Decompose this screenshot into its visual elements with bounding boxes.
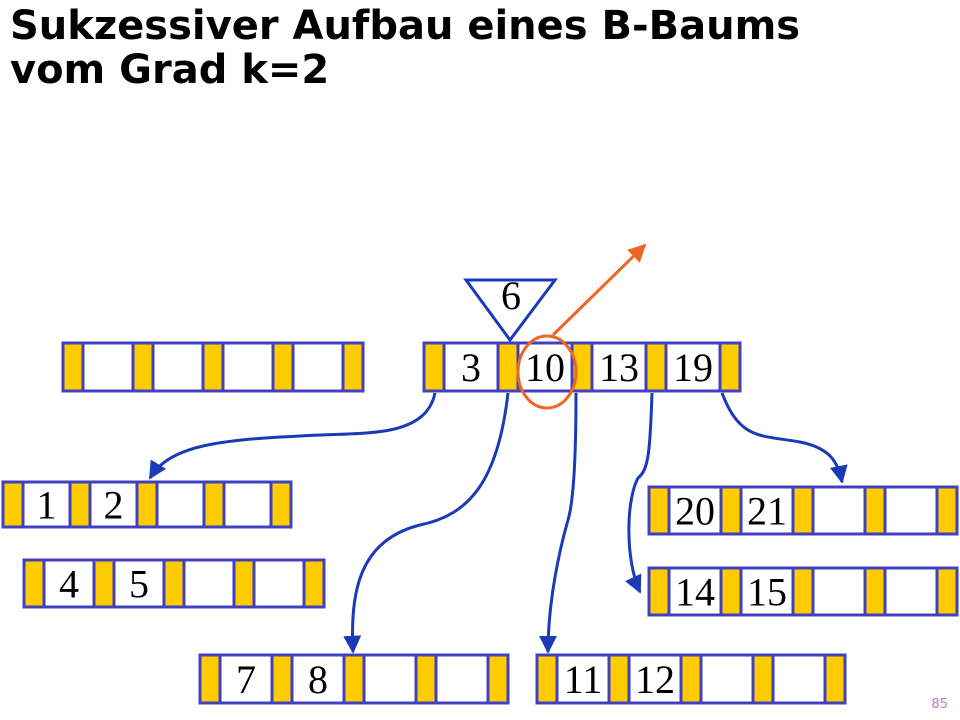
pointer-slot (61, 341, 85, 393)
pointer-slot (92, 558, 116, 609)
pointer-slot (863, 485, 887, 536)
node-key: 8 (308, 657, 328, 702)
pointer-slot (342, 653, 366, 705)
pointer-slot (302, 558, 326, 609)
child-links (148, 392, 848, 654)
pointer-slot (131, 341, 155, 393)
pointer-slot (935, 485, 959, 536)
split-arrow (551, 243, 647, 337)
node-key: 5 (129, 562, 149, 607)
pointer-slot (414, 653, 438, 705)
pointer-slot (341, 341, 365, 393)
pointer-slot (679, 653, 703, 705)
node-key: 2 (104, 483, 124, 528)
pointer-slot (270, 653, 294, 705)
pointer-slot (863, 566, 887, 617)
slide-title: Sukzessiver Aufbau eines B-Baums vom Gra… (10, 4, 800, 92)
node-root: 3 10 13 19 (422, 341, 742, 393)
inserted-key: 6 (501, 273, 521, 318)
page-number: 85 (931, 697, 948, 712)
insert-triangle (463, 278, 558, 343)
pointer-slot (486, 653, 510, 705)
overflow-highlight-circle (516, 334, 578, 410)
pointer-slot (647, 485, 671, 536)
pointer-slot (791, 485, 815, 536)
insertion-marker: 6 (463, 273, 558, 343)
node-key: 13 (599, 345, 639, 390)
node-key: 10 (525, 345, 565, 390)
node-key: 20 (675, 489, 715, 534)
node-key: 12 (635, 657, 675, 702)
node-key: 21 (747, 489, 787, 534)
title-line-1: Sukzessiver Aufbau eines B-Baums (10, 3, 801, 49)
pointer-slot (232, 558, 256, 609)
pointer-slot (271, 341, 295, 393)
pointer-slot (644, 341, 668, 393)
node-key: 14 (675, 570, 715, 615)
pointer-slot (135, 480, 159, 529)
link-to-leaf-20-21 (720, 392, 848, 484)
node-empty-root (61, 341, 365, 393)
pointer-slot (422, 341, 446, 393)
pointer-slot (719, 566, 743, 617)
pointer-slot (22, 558, 46, 609)
pointer-slot (496, 341, 520, 393)
pointer-slot (201, 341, 225, 393)
link-to-leaf-1-2 (148, 392, 437, 480)
pointer-slot (607, 653, 631, 705)
pointer-slot (535, 653, 559, 705)
link-to-leaf-14-15 (624, 392, 654, 594)
pointer-slot (647, 566, 671, 617)
pointer-slot (202, 480, 226, 529)
pointer-slot (68, 480, 92, 529)
pointer-slot (791, 566, 815, 617)
pointer-slot (751, 653, 775, 705)
node-key: 1 (37, 483, 57, 528)
pointer-slot (1, 480, 25, 529)
pointer-slot (718, 341, 742, 393)
pointer-slot (719, 485, 743, 536)
pointer-slot (823, 653, 847, 705)
link-to-leaf-7-8 (343, 392, 510, 654)
node-key: 19 (673, 345, 713, 390)
pointer-slot (162, 558, 186, 609)
node-leaf-14-15: 14 15 (647, 566, 959, 617)
node-key: 15 (747, 570, 787, 615)
pointer-slot (198, 653, 222, 705)
pointer-slot (269, 480, 293, 529)
pointer-slot (935, 566, 959, 617)
node-key: 11 (564, 657, 603, 702)
node-leaf-11-12: 11 12 (535, 653, 847, 705)
title-line-2: vom Grad k=2 (10, 47, 330, 93)
link-to-leaf-11-12 (539, 392, 578, 654)
node-key: 7 (236, 657, 256, 702)
node-key: 4 (59, 562, 79, 607)
node-key: 3 (461, 345, 481, 390)
